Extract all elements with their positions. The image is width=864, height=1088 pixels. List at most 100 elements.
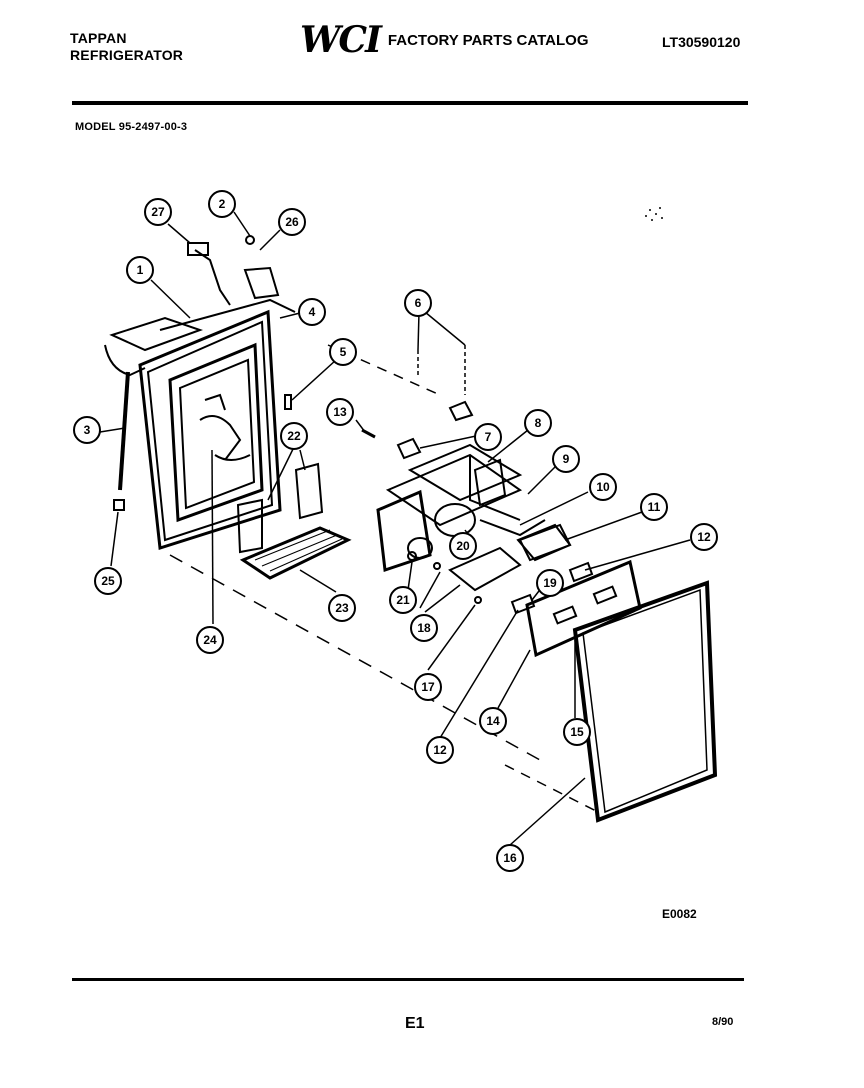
connector xyxy=(187,242,209,256)
callout-6: 6 xyxy=(404,289,432,317)
scan-speckle xyxy=(645,207,663,221)
part-8 xyxy=(473,458,507,507)
dispenser-housing xyxy=(104,266,296,550)
catalog-header: WCI FACTORY PARTS CATALOG xyxy=(300,22,588,58)
callout-24: 24 xyxy=(196,626,224,654)
callout-26: 26 xyxy=(278,208,306,236)
catalog-title: FACTORY PARTS CATALOG xyxy=(387,31,589,49)
callout-label: 18 xyxy=(417,621,431,635)
brand-block: TAPPAN REFRIGERATOR xyxy=(70,30,183,64)
callout-16: 16 xyxy=(496,844,524,872)
callout-12: 12 xyxy=(426,736,454,764)
callout-13: 13 xyxy=(326,398,354,426)
micro-switch-lower xyxy=(396,437,422,460)
callout-12: 12 xyxy=(690,523,718,551)
leader-lines xyxy=(99,211,691,846)
callout-circle xyxy=(496,844,524,872)
callout-19: 19 xyxy=(536,569,564,597)
callout-8: 8 xyxy=(524,409,552,437)
callout-11: 11 xyxy=(640,493,668,521)
callout-circle xyxy=(389,586,417,614)
callout-circle xyxy=(298,298,326,326)
callout-circle xyxy=(474,423,502,451)
callout-label: 20 xyxy=(456,539,470,553)
callout-18: 18 xyxy=(410,614,438,642)
callout-circle xyxy=(94,567,122,595)
callout-23: 23 xyxy=(328,594,356,622)
switch-12-right xyxy=(568,561,594,583)
callout-label: 15 xyxy=(570,725,584,739)
callout-circle xyxy=(326,398,354,426)
callout-circle xyxy=(208,190,236,218)
brand-name: TAPPAN xyxy=(70,30,127,46)
callout-label: 27 xyxy=(151,205,165,219)
callout-circle xyxy=(280,422,308,450)
callout-label: 4 xyxy=(309,305,316,319)
callout-circle xyxy=(410,614,438,642)
diagram-reference-code: E0082 xyxy=(662,907,697,921)
part-21 xyxy=(407,551,417,561)
wire-harness xyxy=(194,249,231,306)
callout-9: 9 xyxy=(552,445,580,473)
callout-circle xyxy=(328,594,356,622)
part-22-bracket xyxy=(236,498,263,554)
callout-3: 3 xyxy=(73,416,101,444)
screw-5 xyxy=(284,394,292,410)
callout-circle xyxy=(144,198,172,226)
callout-4: 4 xyxy=(298,298,326,326)
callout-label: 5 xyxy=(340,345,347,359)
micro-switch-upper xyxy=(448,400,474,422)
heater-rod xyxy=(118,371,130,491)
callout-label: 11 xyxy=(648,500,661,514)
callout-circle xyxy=(426,736,454,764)
callout-15: 15 xyxy=(563,718,591,746)
callout-label: 25 xyxy=(101,574,115,588)
callout-10: 10 xyxy=(589,473,617,501)
callout-22: 22 xyxy=(280,422,308,450)
callout-circle xyxy=(552,445,580,473)
header-rule xyxy=(72,101,748,105)
callout-circle xyxy=(524,409,552,437)
callout-label: 22 xyxy=(287,429,301,443)
callout-label: 6 xyxy=(415,296,422,310)
footer-rule xyxy=(72,978,744,981)
callout-label: 13 xyxy=(333,405,347,419)
callout-label: 7 xyxy=(485,430,492,444)
part-22-panel xyxy=(294,462,324,520)
callout-2: 2 xyxy=(208,190,236,218)
callout-circle xyxy=(563,718,591,746)
revision-date: 8/90 xyxy=(712,1016,734,1028)
callout-label: 19 xyxy=(543,576,557,590)
callout-label: 23 xyxy=(335,601,349,615)
callout-label: 8 xyxy=(535,416,542,430)
part-11 xyxy=(516,523,572,562)
wci-logo: WCI xyxy=(300,19,382,61)
callout-14: 14 xyxy=(479,707,507,735)
callout-circle xyxy=(126,256,154,284)
callout-label: 2 xyxy=(219,197,226,211)
part-17 xyxy=(474,596,482,604)
callout-circle xyxy=(73,416,101,444)
callout-circle xyxy=(449,532,477,560)
callout-circle xyxy=(536,569,564,597)
callout-circle xyxy=(404,289,432,317)
callout-label: 14 xyxy=(486,714,500,728)
callout-label: 17 xyxy=(421,680,435,694)
callout-circle xyxy=(329,338,357,366)
callout-circle xyxy=(589,473,617,501)
callout-circle xyxy=(196,626,224,654)
callout-circle xyxy=(640,493,668,521)
callout-circle xyxy=(479,707,507,735)
callout-7: 7 xyxy=(474,423,502,451)
callout-25: 25 xyxy=(94,567,122,595)
callout-label: 1 xyxy=(137,263,144,277)
callout-21: 21 xyxy=(389,586,417,614)
callout-label: 10 xyxy=(596,480,610,494)
actuator-housing xyxy=(376,443,572,592)
drip-grille xyxy=(239,526,352,580)
switch-12-left xyxy=(510,593,536,615)
callout-label: 3 xyxy=(84,423,91,437)
page-number: E1 xyxy=(405,1015,425,1032)
